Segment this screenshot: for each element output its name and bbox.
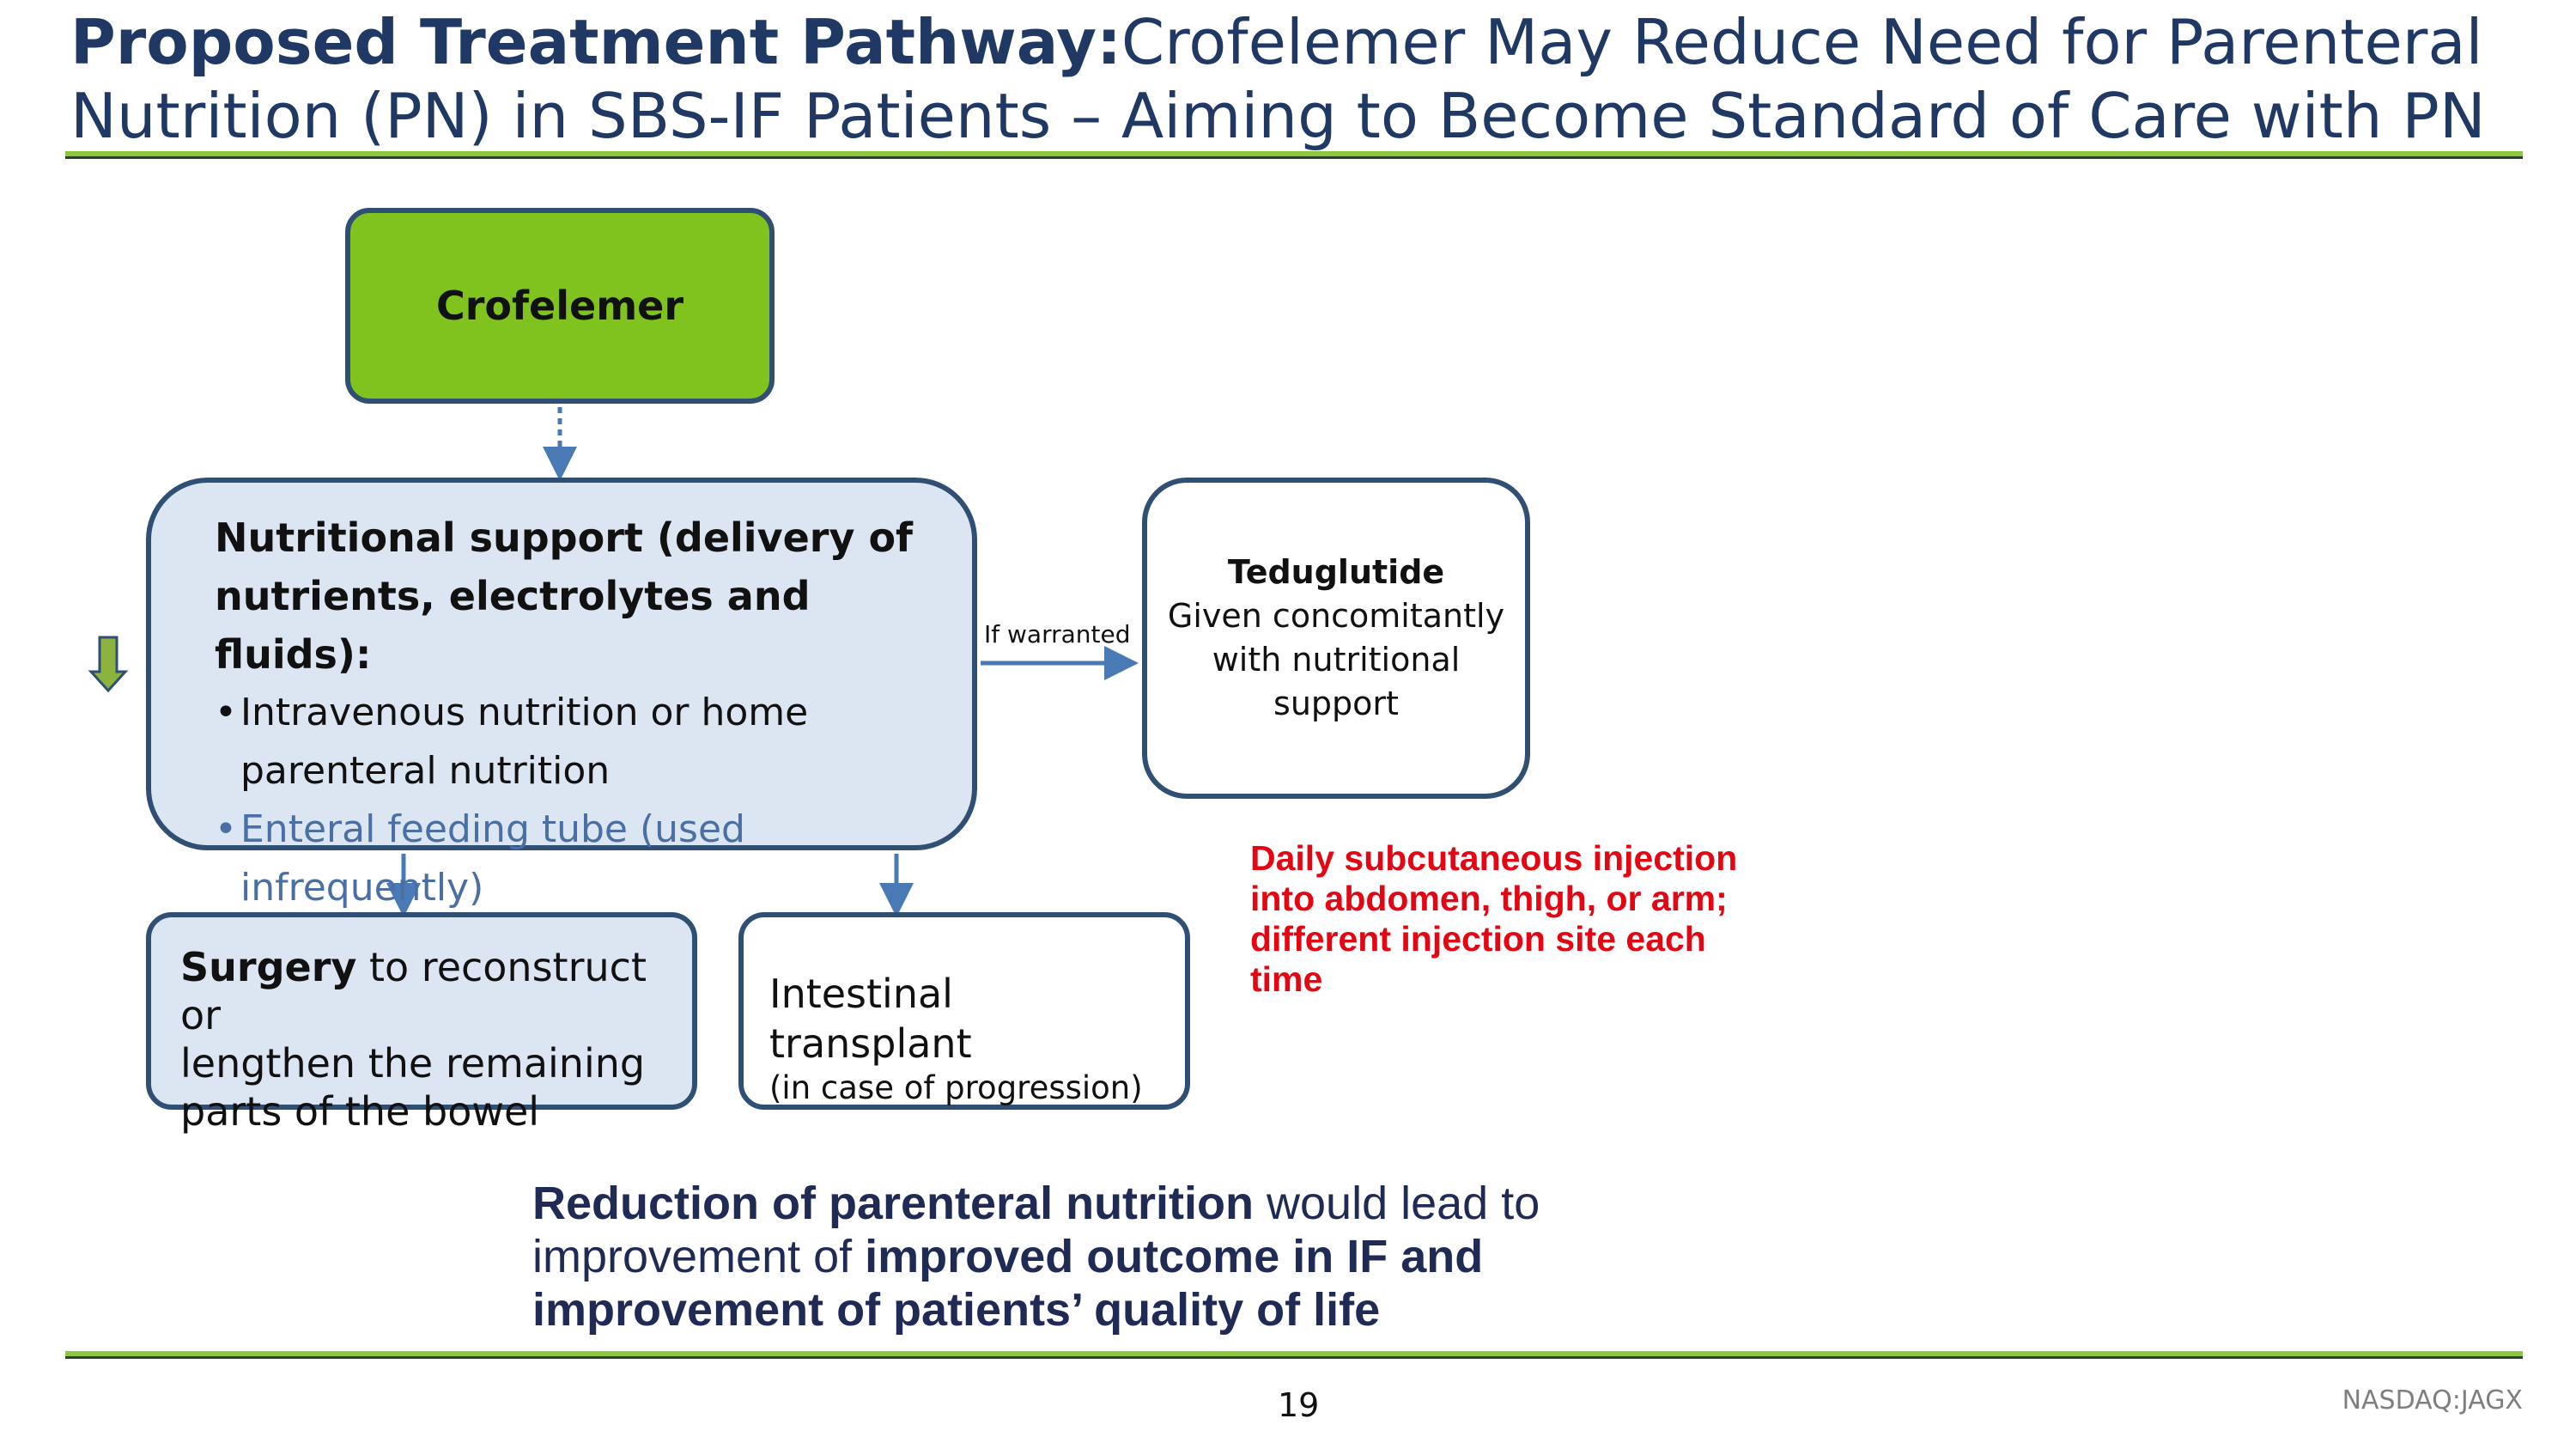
injection-note-line1: Daily subcutaneous injection [1250,838,1738,878]
surgery-box: Surgery to reconstruct or lengthen the r… [146,912,697,1135]
teduglutide-line3: support [1273,685,1399,722]
nutritional-support-heading: Nutritional support (delivery of nutrien… [215,508,938,684]
title-line2: Nutrition (PN) in SBS-IF Patients – Aimi… [70,80,2486,152]
teduglutide-line1: Given concomitantly [1167,597,1505,635]
title-rest-line1: Crofelemer May Reduce Need for Parentera… [1121,6,2483,78]
ticker-symbol: NASDAQ:JAGX [2342,1385,2523,1416]
nutritional-support-box: Nutritional support (delivery of nutrien… [146,478,977,910]
transplant-main: Intestinal transplant [769,971,972,1067]
injection-note-line2: into abdomen, thigh, or arm; [1250,879,1728,918]
title-divider-dark [65,156,2523,159]
bullet1-line2: parenteral nutrition [240,749,611,793]
title-divider-green [65,151,2523,156]
nutritional-support-heading-line1: Nutritional support (delivery of [215,514,914,561]
bullet1-line1: Intravenous nutrition or home [240,691,809,734]
intestinal-transplant-box: Intestinal transplant (in case of progre… [738,912,1190,1110]
conclusion-bold2: improved outcome in IF and [865,1231,1484,1282]
conclusion-text: Reduction of parenteral nutrition would … [532,1177,1735,1336]
footer-divider [65,1351,2523,1359]
footer-divider-dark [65,1356,2523,1359]
bullet2-text: Enteral feeding tube (used infrequently) [240,807,745,910]
crofelemer-label: Crofelemer [435,283,684,329]
conclusion-bold3: improvement of patients’ quality of life [532,1284,1381,1336]
bullet-intravenous-nutrition: Intravenous nutrition or home parenteral… [215,684,938,801]
conclusion-bold1: Reduction of parenteral nutrition [532,1178,1255,1229]
if-warranted-label: If warranted [984,620,1131,648]
surgery-bold: Surgery [180,944,357,990]
down-arrow-icon [88,636,129,693]
teduglutide-box: Teduglutide Given concomitantly with nut… [1142,478,1530,799]
surgery-line1-rest: to reconstruct or [180,944,647,1038]
teduglutide-line2: with nutritional [1212,641,1461,679]
nutritional-support-heading-line2: nutrients, electrolytes and fluids): [215,573,811,678]
footer-divider-green [65,1351,2523,1356]
title-divider [65,151,2523,159]
slide-title: Proposed Treatment Pathway:Crofelemer Ma… [70,5,2543,153]
surgery-line2: lengthen the remaining [180,1040,646,1087]
crofelemer-box: Crofelemer [345,208,775,404]
injection-note: Daily subcutaneous injection into abdome… [1250,838,1851,1000]
injection-note-line3: different injection site each [1250,919,1706,959]
conclusion-text1: would lead to [1254,1178,1540,1229]
transplant-sub: (in case of progression) [769,1069,1143,1106]
surgery-line3: parts of the bowel [180,1088,540,1135]
conclusion-text2: improvement of [532,1231,866,1282]
injection-note-line4: time [1250,959,1323,999]
teduglutide-name: Teduglutide [1227,553,1445,591]
page-number: 19 [1278,1386,1320,1424]
title-bold-part: Proposed Treatment Pathway: [70,6,1121,78]
bullet-enteral-feeding: Enteral feeding tube (used infrequently) [215,801,938,917]
